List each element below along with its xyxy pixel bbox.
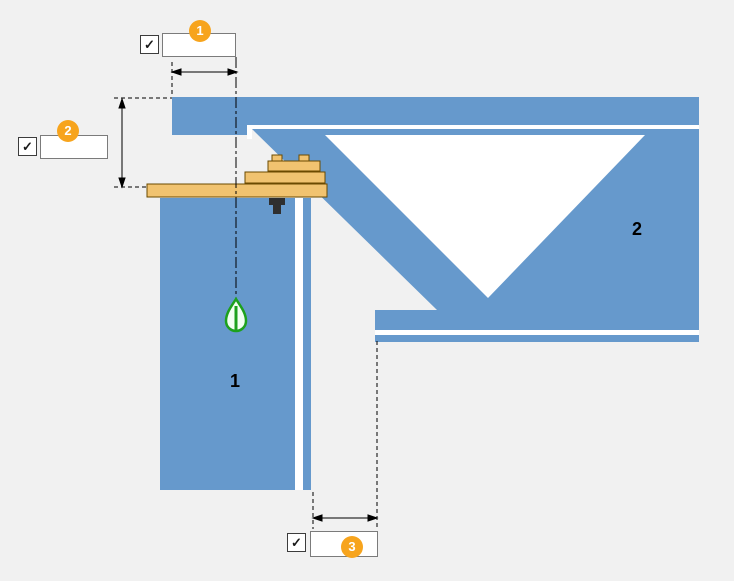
plate-outlines xyxy=(146,154,328,198)
connection-plates xyxy=(146,154,328,198)
column-number-label: 1 xyxy=(230,371,241,391)
dim2-checkbox[interactable]: ✓ xyxy=(18,137,37,156)
beam-flange-stub xyxy=(172,125,247,135)
dim1-checkbox[interactable]: ✓ xyxy=(140,35,159,54)
connection-symbol xyxy=(224,296,248,333)
middle-plate xyxy=(244,171,326,184)
beam-top-flange xyxy=(172,97,699,125)
bolt-shank xyxy=(273,205,281,214)
beam-number-label: 2 xyxy=(632,219,643,239)
top-plate xyxy=(267,160,321,172)
column-body xyxy=(160,198,295,490)
dim2-arrow-bottom xyxy=(118,177,126,189)
web-gap-line xyxy=(247,125,252,139)
dim3-arrow-left xyxy=(311,514,323,522)
dim1-arrow-right xyxy=(227,68,239,76)
column-part1 xyxy=(160,198,311,490)
column-flange-gap xyxy=(295,198,303,490)
beam-bottom-flange xyxy=(375,335,699,342)
dim3-checkbox[interactable]: ✓ xyxy=(287,533,306,552)
dim3-badge: 3 xyxy=(341,536,363,558)
bolt-below-plate xyxy=(269,198,285,214)
dim2-badge: 2 xyxy=(57,120,79,142)
beam-bottom-chord xyxy=(375,310,699,330)
dim2-check-icon: ✓ xyxy=(22,139,33,154)
dim2-arrow-top xyxy=(118,97,126,109)
web-triangle-cutout xyxy=(325,135,645,298)
dim3-check-icon: ✓ xyxy=(291,535,302,550)
dim3-arrow-right xyxy=(367,514,379,522)
chord-split-line xyxy=(375,330,699,335)
dim1-badge: 1 xyxy=(189,20,211,42)
flange-web-line xyxy=(252,125,699,129)
dim1-check-icon: ✓ xyxy=(144,37,155,52)
bolt-nut xyxy=(269,198,285,205)
cap-plate xyxy=(146,183,328,198)
column-flange xyxy=(303,198,311,490)
dim1-arrow-left xyxy=(170,68,182,76)
beam-cutouts xyxy=(247,125,699,335)
dimension-graphics xyxy=(114,57,379,529)
